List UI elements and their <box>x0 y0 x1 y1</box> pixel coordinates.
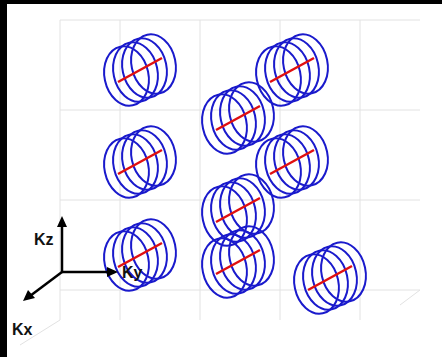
trajectory-axis <box>216 106 260 130</box>
axis-label: Kx <box>12 322 32 338</box>
helix <box>251 122 334 202</box>
trajectory-axis <box>308 266 352 290</box>
axis-label: Ky <box>122 265 142 281</box>
helix <box>197 78 280 158</box>
helix <box>289 238 372 318</box>
plot-ground <box>7 4 442 357</box>
trajectory-axis <box>216 250 260 274</box>
trajectory-axis <box>270 58 314 82</box>
helix <box>197 222 280 302</box>
trajectory-axis <box>216 198 260 222</box>
trajectory-axis <box>118 243 162 267</box>
trajectory-axis <box>270 150 314 174</box>
helix <box>99 30 182 110</box>
trajectory-axis <box>118 150 162 174</box>
helix <box>99 122 182 202</box>
helix <box>99 215 182 295</box>
trajectory-axis <box>118 58 162 82</box>
grid-lines <box>20 20 420 345</box>
axis-label: Kz <box>34 232 54 248</box>
axis-arrows <box>23 216 118 301</box>
helix <box>251 30 334 110</box>
helix-groups <box>99 30 372 318</box>
